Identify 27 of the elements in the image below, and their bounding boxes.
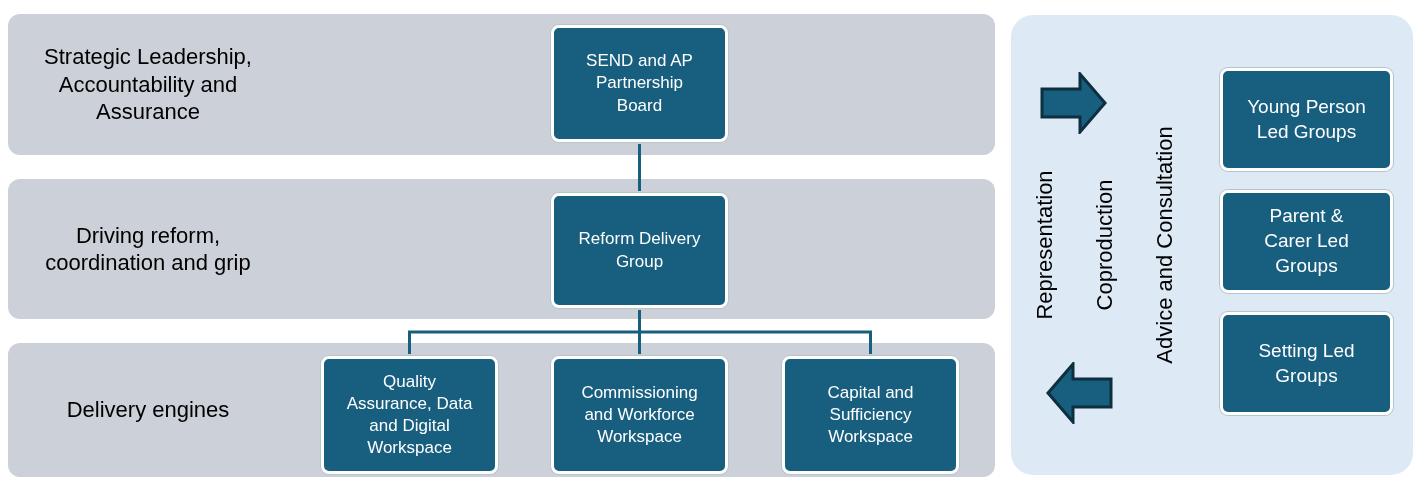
group-name: Setting Led Groups: [1257, 338, 1356, 388]
tier-band: [8, 14, 995, 155]
group-box: [551, 356, 728, 474]
tier-band: [8, 179, 995, 319]
group-name: Parent & Carer Led Groups: [1263, 204, 1350, 278]
group-name: Reform Delivery Group: [577, 228, 702, 273]
tier-heading: Driving reform, coordination and grip: [44, 221, 252, 277]
group-name: SEND and AP Partnership Board: [585, 50, 694, 117]
group-box: [1220, 68, 1393, 171]
rotated-label: Advice and Consultation: [1154, 126, 1176, 364]
group-name: Quality Assurance, Data and Digital Workspace: [345, 370, 474, 460]
rotated-label: Representation: [1034, 170, 1056, 320]
group-box: [551, 25, 728, 142]
connector-line: [638, 144, 641, 191]
side-panel: [1011, 15, 1413, 475]
tier-heading: Delivery engines: [65, 396, 231, 424]
rotated-label: Coproduction: [1094, 179, 1116, 311]
group-name: Commissioning and Workforce Workspace: [580, 381, 699, 449]
group-box: [551, 193, 728, 308]
group-name: Young Person Led Groups: [1247, 94, 1366, 144]
group-name: Capital and Sufficiency Workspace: [826, 381, 915, 449]
group-box: [782, 356, 959, 474]
group-box: [1220, 312, 1393, 415]
tier-band: [8, 343, 995, 477]
group-box: [1220, 190, 1393, 293]
group-box: [321, 356, 498, 474]
tier-heading: Strategic Leadership, Accountability and Assurance: [43, 43, 253, 126]
